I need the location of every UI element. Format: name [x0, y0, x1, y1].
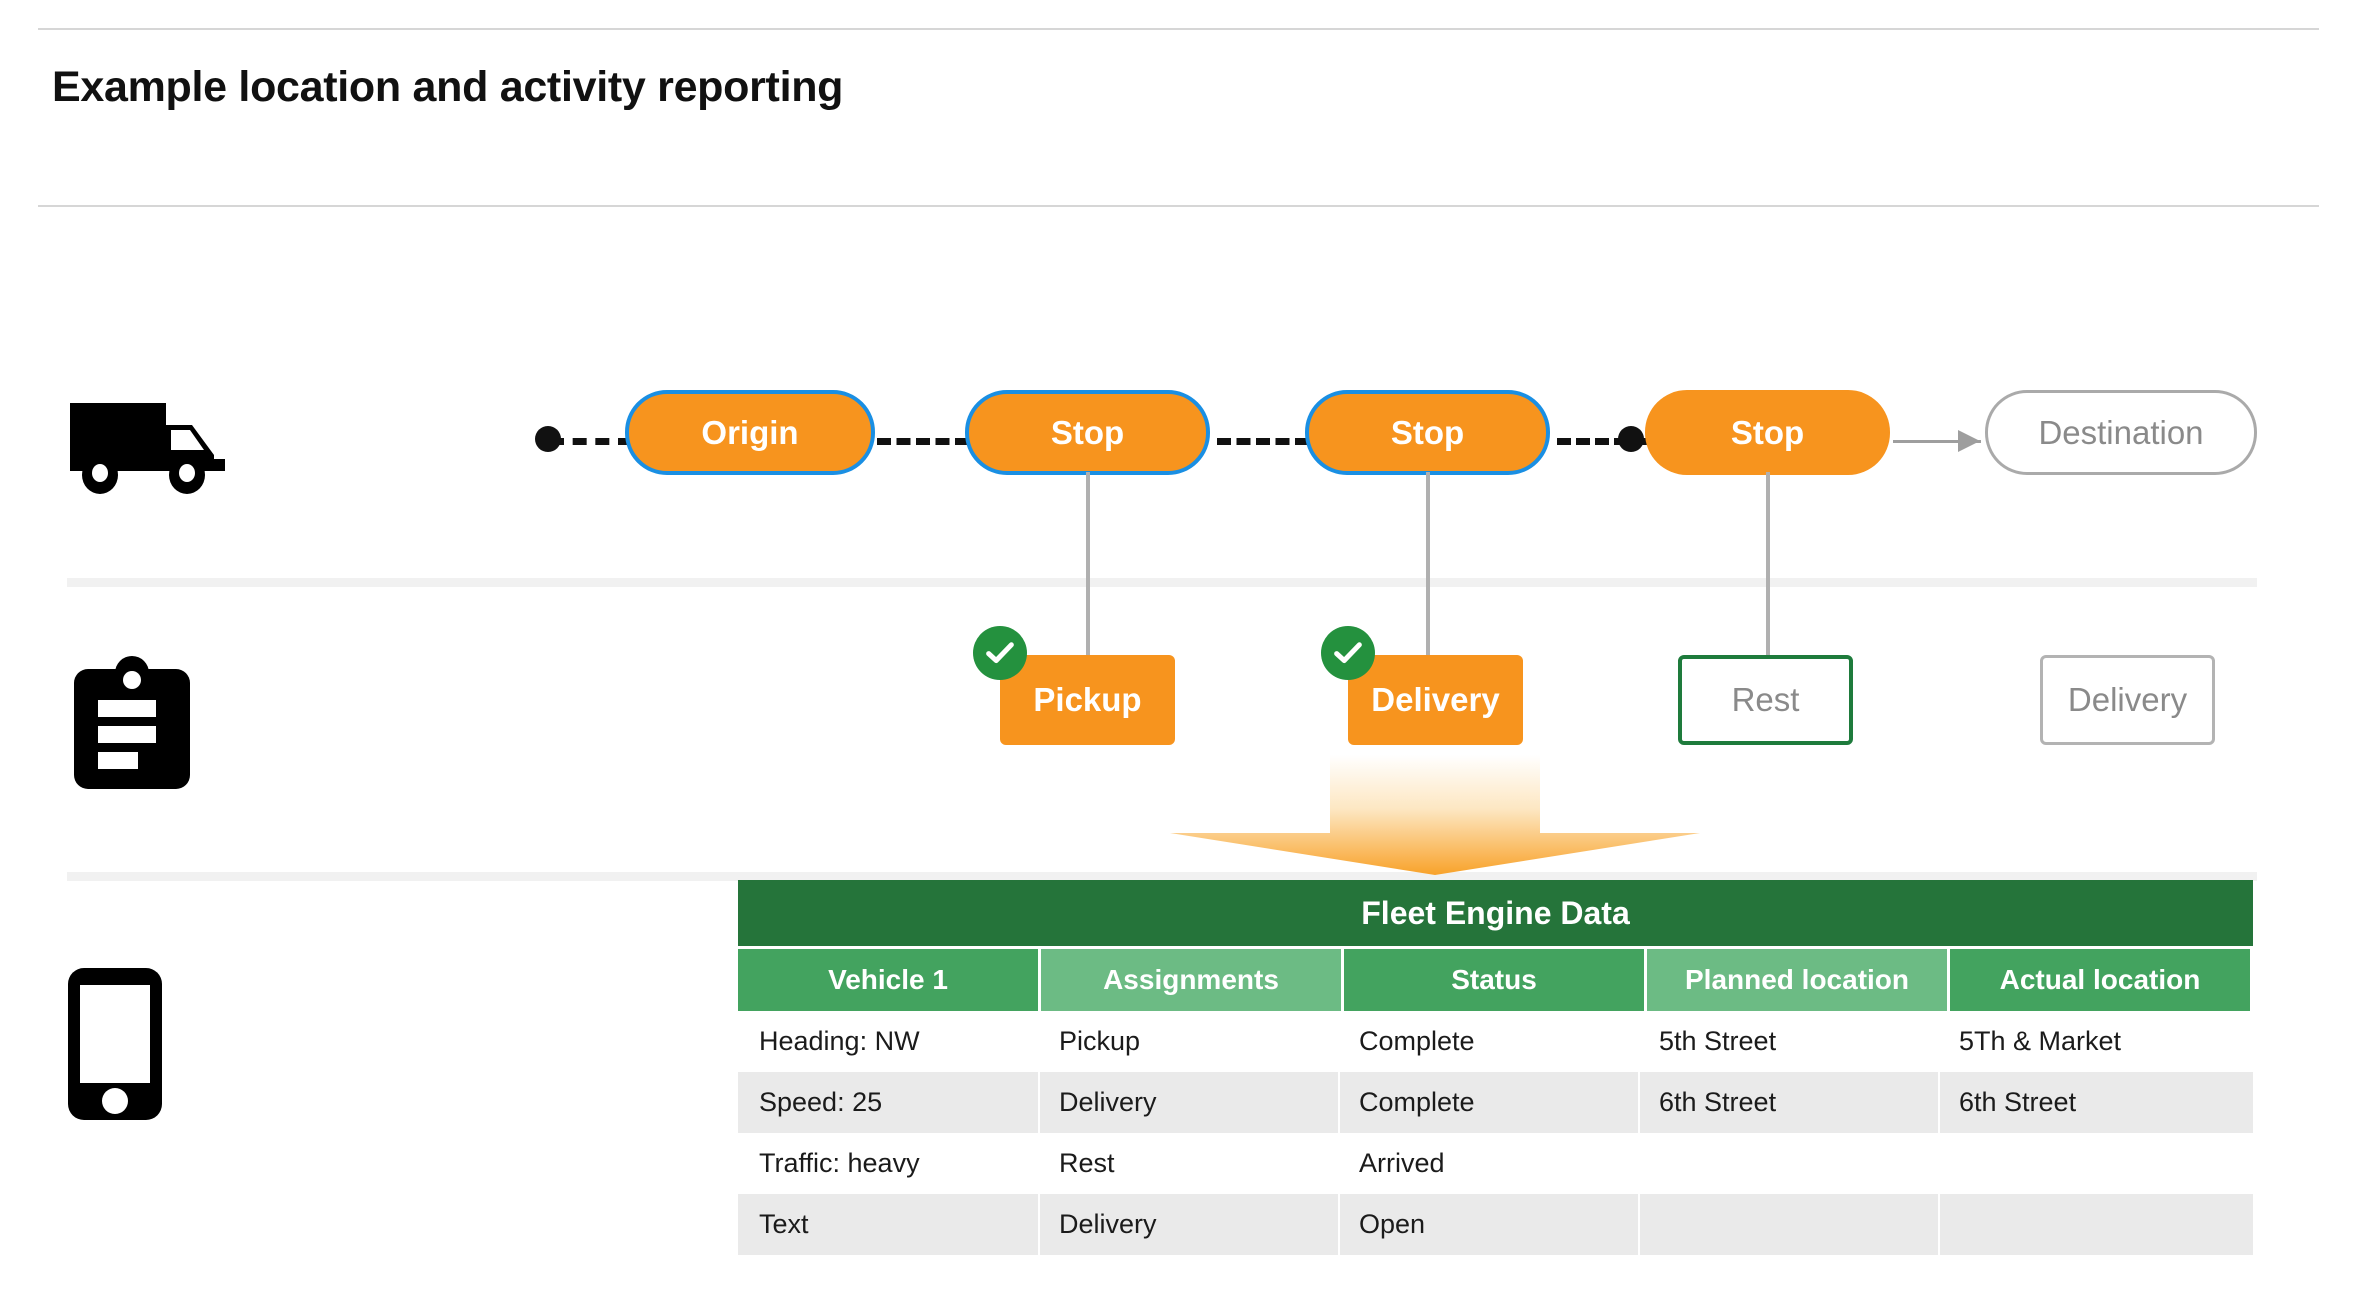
table-title: Fleet Engine Data: [738, 880, 2253, 946]
connector-stop-3-to-rest: [1766, 472, 1770, 657]
route-node-stop-3[interactable]: Stop: [1645, 390, 1890, 475]
table-column-header-status: Status: [1344, 949, 1644, 1011]
table-row: Speed: 25 Delivery Complete 6th Street 6…: [738, 1072, 2253, 1133]
table-cell: Complete: [1338, 1072, 1638, 1133]
table-cell: [1938, 1133, 2238, 1194]
route-node-stop-2[interactable]: Stop: [1305, 390, 1550, 475]
route-node-label: Origin: [701, 413, 799, 451]
table-cell: [1638, 1194, 1938, 1255]
activity-label: Pickup: [1033, 681, 1142, 718]
table-header-row: Vehicle 1 Assignments Status Planned loc…: [738, 949, 2253, 1011]
table-column-header-actual-location: Actual location: [1950, 949, 2250, 1011]
route-node-destination[interactable]: Destination: [1985, 390, 2257, 475]
route-node-label: Stop: [1390, 413, 1465, 451]
clipboard-icon: [72, 655, 192, 791]
route-node-label: Destination: [2038, 413, 2204, 451]
table-cell: Pickup: [1059, 1026, 1141, 1056]
phone-icon: [68, 968, 162, 1120]
table-cell: Heading: NW: [759, 1026, 920, 1056]
activity-delivery-open[interactable]: Delivery: [2040, 655, 2215, 745]
table-cell: Complete: [1359, 1026, 1475, 1056]
connector-stop-1-to-pickup: [1086, 472, 1090, 657]
table-cell: 6th Street: [1638, 1072, 1938, 1133]
page-title: Example location and activity reporting: [52, 63, 844, 111]
destination-arrow-head-icon: [1958, 430, 1980, 452]
table-cell: Delivery: [1038, 1072, 1338, 1133]
truck-icon: [70, 399, 225, 494]
activity-label: Rest: [1731, 681, 1800, 718]
table-row: Traffic: heavy Rest Arrived: [738, 1133, 2253, 1194]
destination-arrow-line: [1893, 440, 1981, 443]
table-cell: 5Th & Market: [1959, 1026, 2122, 1056]
activity-label: Delivery: [1371, 681, 1500, 718]
route-node-label: Stop: [1050, 413, 1125, 451]
table-cell: [1938, 1194, 2238, 1255]
check-icon: [973, 626, 1027, 680]
route-dash-segment: [1557, 438, 1647, 445]
activity-label: Delivery: [2067, 681, 2188, 718]
section-divider-vehicle-activity: [67, 578, 2257, 587]
vehicle-current-position-dot: [1618, 426, 1644, 452]
table-column-header-assignments: Assignments: [1041, 949, 1341, 1011]
check-icon: [1321, 626, 1375, 680]
activity-rest[interactable]: Rest: [1678, 655, 1853, 745]
table-cell: Rest: [1059, 1148, 1115, 1178]
table-row: Text Delivery Open: [738, 1194, 2253, 1255]
table-cell: Open: [1338, 1194, 1638, 1255]
down-arrow-icon: [1170, 755, 1700, 875]
activity-pickup[interactable]: Pickup: [1000, 655, 1175, 745]
table-cell: Traffic: heavy: [759, 1148, 920, 1178]
fleet-engine-table: Fleet Engine Data Vehicle 1 Assignments …: [738, 880, 2253, 1255]
activity-delivery-complete[interactable]: Delivery: [1348, 655, 1523, 745]
connector-stop-2-to-delivery: [1426, 472, 1430, 657]
top-rule: [38, 28, 2319, 30]
section-divider-activity-device: [67, 872, 2257, 881]
table-cell: Speed: 25: [759, 1087, 883, 1117]
route-dash-segment: [1217, 438, 1309, 445]
table-cell: [1638, 1133, 1938, 1194]
table-column-header-vehicle: Vehicle 1: [738, 949, 1038, 1011]
route-dash-segment: [877, 438, 969, 445]
header-rule: [38, 205, 2319, 207]
table-cell: Arrived: [1359, 1148, 1445, 1178]
table-cell: Text: [759, 1209, 809, 1239]
table-cell: Delivery: [1038, 1194, 1338, 1255]
table-cell: 5th Street: [1659, 1026, 1777, 1056]
route-node-origin[interactable]: Origin: [625, 390, 875, 475]
table-cell: 6th Street: [1938, 1072, 2238, 1133]
table-column-header-planned-location: Planned location: [1647, 949, 1947, 1011]
route-node-label: Stop: [1730, 413, 1805, 451]
table-row: Heading: NW Pickup Complete 5th Street 5…: [738, 1011, 2253, 1072]
route-dash-segment: [550, 438, 632, 445]
route-node-stop-1[interactable]: Stop: [965, 390, 1210, 475]
